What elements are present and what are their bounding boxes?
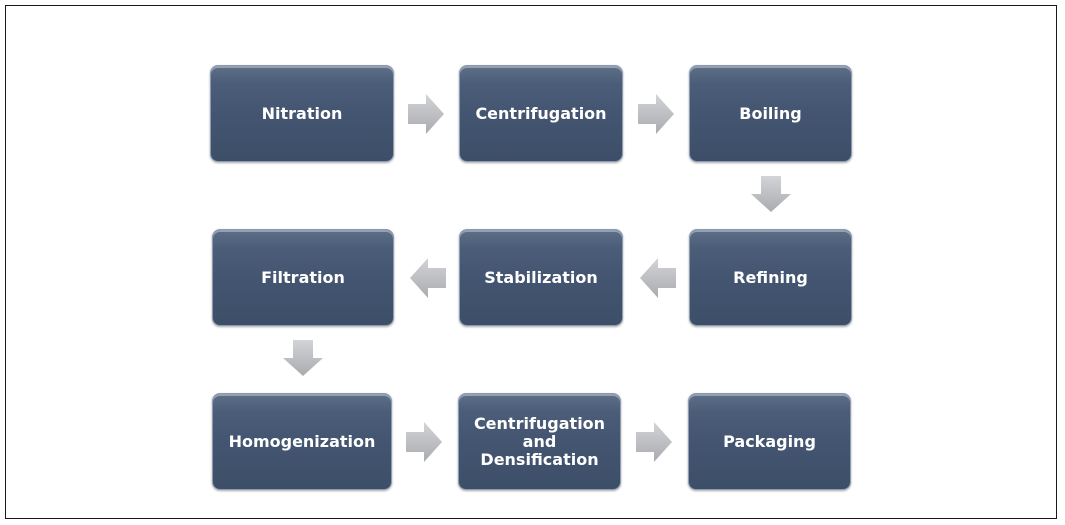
step-label: Nitration: [261, 103, 343, 123]
step-nitration: Nitration: [210, 65, 394, 162]
step-label: Centrifugation: [475, 103, 607, 123]
step-centrifugation-densification: Centrifugation and Densification: [458, 393, 621, 490]
step-label: Packaging: [723, 431, 816, 451]
arrow-right-icon: [408, 94, 444, 134]
step-boiling: Boiling: [689, 65, 852, 162]
arrow-right-icon: [636, 422, 672, 462]
arrow-left-icon: [640, 258, 676, 298]
arrow-down-icon: [283, 340, 323, 376]
step-centrifugation: Centrifugation: [459, 65, 623, 162]
arrow-left-icon: [410, 258, 446, 298]
step-homogenization: Homogenization: [212, 393, 392, 490]
arrow-right-icon: [638, 94, 674, 134]
step-refining: Refining: [689, 229, 852, 326]
diagram-frame: [5, 5, 1057, 519]
arrow-right-icon: [406, 422, 442, 462]
step-label: Filtration: [261, 267, 345, 287]
step-filtration: Filtration: [212, 229, 394, 326]
step-packaging: Packaging: [688, 393, 851, 490]
step-label: Stabilization: [484, 267, 598, 287]
step-label: Homogenization: [228, 431, 376, 451]
step-label: Boiling: [739, 103, 802, 123]
arrow-down-icon: [751, 176, 791, 212]
step-stabilization: Stabilization: [459, 229, 623, 326]
step-label: Refining: [733, 267, 808, 287]
step-label: Centrifugation and Densification: [473, 413, 606, 469]
